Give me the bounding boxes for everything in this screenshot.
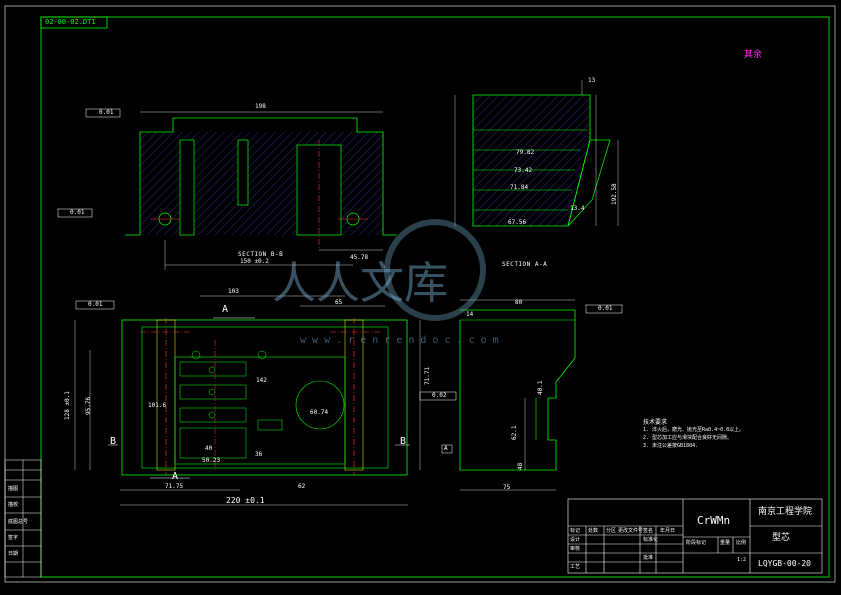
- side-tolerance-1: 0.01: [598, 305, 613, 312]
- tb-cell-signature: 签名: [643, 528, 654, 534]
- section-marker-a-bottom: A: [172, 471, 179, 482]
- side-tolerance-2: 0.02: [432, 392, 447, 399]
- side-dim-75: 75: [503, 484, 511, 491]
- drawing-number-frame: [40, 16, 108, 29]
- strip-label-3: 底图总号: [8, 519, 29, 525]
- watermark-url: w w w . r e n r e n d o c . c o m: [300, 335, 499, 346]
- aa-dim-7: 192.58: [611, 183, 618, 205]
- watermark-text: 人人文库: [272, 258, 448, 309]
- section-marker-b-left: B: [110, 436, 117, 447]
- tb-cell-design: 设计: [570, 537, 581, 543]
- front-tolerance: 0.01: [88, 301, 103, 308]
- inner-border: [40, 16, 830, 578]
- tb-cell-approve: 批准: [643, 555, 654, 561]
- bb-tolerance-top: 0.01: [99, 109, 114, 116]
- tb-cell-mark: 标记: [570, 528, 581, 534]
- bb-tolerance-side: 0.01: [70, 209, 85, 216]
- section-marker-b-right: B: [400, 436, 407, 447]
- front-dim-65: 65: [335, 299, 343, 306]
- section-bb-title: SECTION B-B: [238, 251, 284, 258]
- bb-dim-offset: 45.78: [350, 254, 369, 261]
- scale-value: 1:2: [737, 557, 747, 563]
- tech-note-3: 3. 未注公差按GB1804.: [643, 443, 699, 449]
- tech-notes-title: 技术要求: [643, 419, 668, 426]
- school-name: 南京工程学院: [758, 507, 813, 517]
- front-dim-50-23: 50.23: [202, 457, 221, 464]
- aa-dim-6: 13.4: [570, 205, 585, 212]
- front-dim-101-6: 101.6: [148, 402, 167, 409]
- side-view: [419, 299, 623, 491]
- front-view: [74, 295, 421, 506]
- strip-label-1: 描图: [8, 486, 19, 492]
- aa-dim-2: 73.42: [514, 167, 533, 174]
- front-dim-71-71: 71.71: [424, 366, 431, 385]
- front-dim-height: 128 ±0.1: [64, 391, 71, 420]
- tb-cell-process: 工艺: [570, 564, 581, 570]
- side-dim-48: 48: [517, 462, 524, 470]
- tb-cell-date: 年月日: [660, 528, 676, 534]
- strip-label-4: 签字: [8, 535, 19, 541]
- tech-note-1: 1. 淬火后，磨光、抛光至Ra0.4~0.8以上。: [643, 427, 745, 433]
- side-dim-80: 80: [515, 299, 523, 306]
- drawing-number-label: 02-00-02.DT1: [45, 18, 96, 26]
- front-dim-60-74: 60.74: [310, 409, 329, 416]
- material-label: CrWMn: [697, 514, 731, 527]
- front-dim-71-75: 71.75: [165, 483, 184, 490]
- front-dim-36: 36: [255, 451, 263, 458]
- section-aa-title: SECTION A-A: [502, 261, 548, 268]
- outer-border: [4, 5, 836, 583]
- tb-cell-review: 审核: [570, 546, 581, 552]
- aa-dim-4: 67.56: [508, 219, 527, 226]
- tb-cell-weight: 重量: [720, 540, 731, 546]
- side-dim-40-1: 40.1: [537, 380, 544, 395]
- section-aa-view: [454, 80, 619, 227]
- front-dim-103: 103: [228, 288, 239, 295]
- side-dim-62-1: 62.1: [511, 425, 518, 440]
- front-dim-62: 62: [298, 483, 306, 490]
- tb-cell-change-doc: 更改文件号: [618, 528, 644, 534]
- section-bb-view: [57, 108, 397, 270]
- tb-cell-zone: 分区: [606, 528, 617, 534]
- aa-dim-5: 13: [588, 77, 596, 84]
- bb-dim-hole-spacing: 150 ±0.2: [240, 258, 269, 265]
- left-strip-frame: [4, 459, 42, 578]
- front-dim-40: 40: [205, 445, 213, 452]
- side-datum-a: A: [444, 445, 448, 452]
- tb-cell-standardization: 标准化: [643, 537, 659, 543]
- strip-label-2: 描校: [8, 502, 19, 508]
- aa-dim-1: 79.82: [516, 149, 535, 156]
- tb-cell-scale: 比例: [736, 540, 747, 546]
- tech-note-2: 2. 型芯加工应与滑块配合良好无间隙。: [643, 435, 733, 441]
- part-name: 型芯: [772, 533, 791, 543]
- bb-dim-width: 198: [255, 103, 266, 110]
- surface-finish-note: 其余: [744, 50, 763, 60]
- watermark-logo: [384, 219, 486, 321]
- front-dim-142: 142: [256, 377, 267, 384]
- strip-label-5: 日期: [8, 551, 19, 557]
- tb-cell-stage: 阶段标记: [686, 540, 707, 546]
- title-block-frame: [567, 498, 823, 574]
- tb-cell-count: 处数: [588, 528, 599, 534]
- front-dim-95-76: 95.76: [85, 396, 92, 415]
- drawing-code: LQYGB-00-20: [758, 559, 811, 568]
- side-dim-14: 14: [466, 311, 474, 318]
- front-dim-overall-width: 220 ±0.1: [226, 496, 265, 505]
- aa-dim-3: 71.84: [510, 184, 529, 191]
- section-marker-a-top: A: [222, 304, 229, 315]
